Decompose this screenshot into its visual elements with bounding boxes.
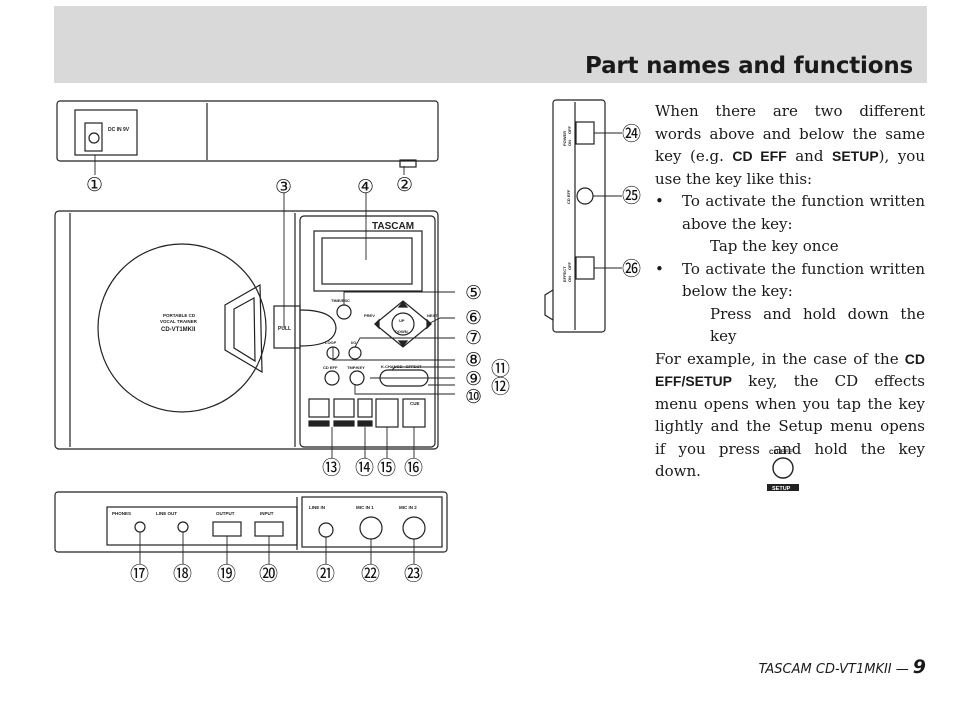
- page-header: Part names and functions: [54, 6, 927, 83]
- label-io: I/O: [351, 340, 356, 345]
- callout-3: ③: [275, 177, 292, 198]
- label-effect-on: ON: [567, 276, 572, 282]
- label-effect-off: OFF: [567, 261, 572, 270]
- action-tap: Tap the key once: [710, 237, 839, 255]
- action-hold: Press and hold down the key: [710, 304, 925, 346]
- key-setup: SETUP: [831, 148, 879, 164]
- label-effect: EFFECT: [406, 364, 422, 369]
- label-power-on: ON: [567, 140, 572, 146]
- label-power: POWER: [562, 131, 567, 146]
- callout-26: ㉖: [622, 258, 641, 280]
- cd-eff-key-button: [772, 457, 794, 479]
- label-pull: PULL: [278, 326, 291, 332]
- label-cue: CUE: [410, 401, 420, 406]
- callout-25: ㉕: [622, 185, 641, 207]
- callout-19: ⑲: [217, 563, 236, 585]
- cd-eff-key-label: CD EFF: [769, 449, 793, 456]
- paragraph-example: For example, in the case of the CD EFF/S…: [655, 349, 925, 481]
- callout-11: ⑪: [491, 358, 510, 380]
- callout-9: ⑨: [465, 369, 482, 390]
- label-effect-side: EFFECT: [562, 266, 567, 282]
- callout-22: ㉒: [361, 563, 380, 585]
- label-output: OUTPUT: [216, 511, 235, 516]
- callout-4: ④: [357, 177, 374, 198]
- label-cd-eff: CD EFF: [323, 365, 338, 370]
- label-prev: PREV: [364, 313, 375, 318]
- label-next: NEXT: [427, 313, 438, 318]
- page-footer: TASCAM CD-VT1MKII —9: [759, 656, 926, 678]
- callout-7: ⑦: [465, 328, 482, 349]
- label-product-2: VOCAL TRAINER: [160, 319, 198, 324]
- setup-key-label: SETUP: [772, 486, 791, 492]
- label-product-3: CD-VT1MKII: [161, 327, 196, 333]
- label-tmp-key: TMP/KEY: [347, 365, 365, 370]
- page-number: 9: [912, 656, 926, 678]
- callout-8: ⑧: [465, 350, 482, 371]
- bullet-dot: •: [655, 259, 664, 278]
- device-top-view: [56, 100, 439, 162]
- callout-20: ⑳: [259, 563, 278, 585]
- instructions-text: When there are two different words above…: [655, 100, 925, 483]
- device-side-view: [552, 99, 606, 333]
- key-cd-eff: CD EFF: [732, 148, 787, 164]
- label-mic-in-1: MIC IN 1: [356, 505, 374, 510]
- label-mic-in-2: MIC IN 2: [399, 505, 417, 510]
- bullet-dot: •: [655, 192, 664, 210]
- label-input: INPUT: [260, 511, 274, 516]
- label-cd-eff-side: CD EFF: [566, 189, 571, 204]
- label-product-1: PORTABLE CD: [163, 313, 196, 318]
- callout-16: ⑯: [404, 457, 423, 479]
- callout-17: ⑰: [130, 563, 149, 585]
- label-dc-in: DC IN 9V: [108, 127, 130, 133]
- device-front-panel: [54, 491, 448, 553]
- cd-eff-key-illustration: CD EFF SETUP: [767, 449, 799, 492]
- footer-model: TASCAM CD-VT1MKII —: [758, 662, 909, 677]
- callout-14: ⑭: [355, 457, 374, 479]
- callout-13: ⑬: [322, 457, 341, 479]
- paragraph-intro: When there are two different words above…: [655, 102, 925, 188]
- label-loop: LOOP: [325, 340, 337, 345]
- label-k-change: K.CHANGE: [381, 364, 403, 369]
- callout-1: ①: [86, 175, 103, 196]
- label-line-in: LINE IN: [309, 505, 325, 510]
- callout-23: ㉓: [404, 563, 423, 585]
- callout-18: ⑱: [173, 563, 192, 585]
- callout-5: ⑤: [465, 283, 482, 304]
- callout-24: ㉔: [622, 123, 641, 145]
- label-brand: TASCAM: [372, 221, 414, 232]
- page-title: Part names and functions: [585, 53, 913, 79]
- bullet-tap: •To activate the function written above …: [655, 192, 925, 233]
- label-time-esc: TIME/ESC: [331, 298, 350, 303]
- label-down: DOWN: [395, 329, 408, 334]
- callout-15: ⑮: [377, 457, 396, 479]
- device-main-body: [54, 210, 439, 450]
- key-cd-eff-setup: CD EFF/SETUP: [655, 350, 925, 390]
- label-power-off: OFF: [567, 125, 572, 134]
- callout-12: ⑫: [491, 376, 510, 398]
- callout-10: ⑩: [465, 387, 482, 408]
- bullet-hold: •To activate the function written below …: [655, 259, 925, 301]
- label-line-out: LINE OUT: [156, 511, 177, 516]
- label-phones: PHONES: [112, 511, 131, 516]
- callout-2: ②: [396, 175, 413, 196]
- callout-6: ⑥: [465, 308, 482, 329]
- label-up: UP: [399, 318, 405, 323]
- callout-21: ㉑: [316, 563, 335, 585]
- cd-lid: [97, 243, 267, 413]
- lcd-display: [313, 230, 423, 292]
